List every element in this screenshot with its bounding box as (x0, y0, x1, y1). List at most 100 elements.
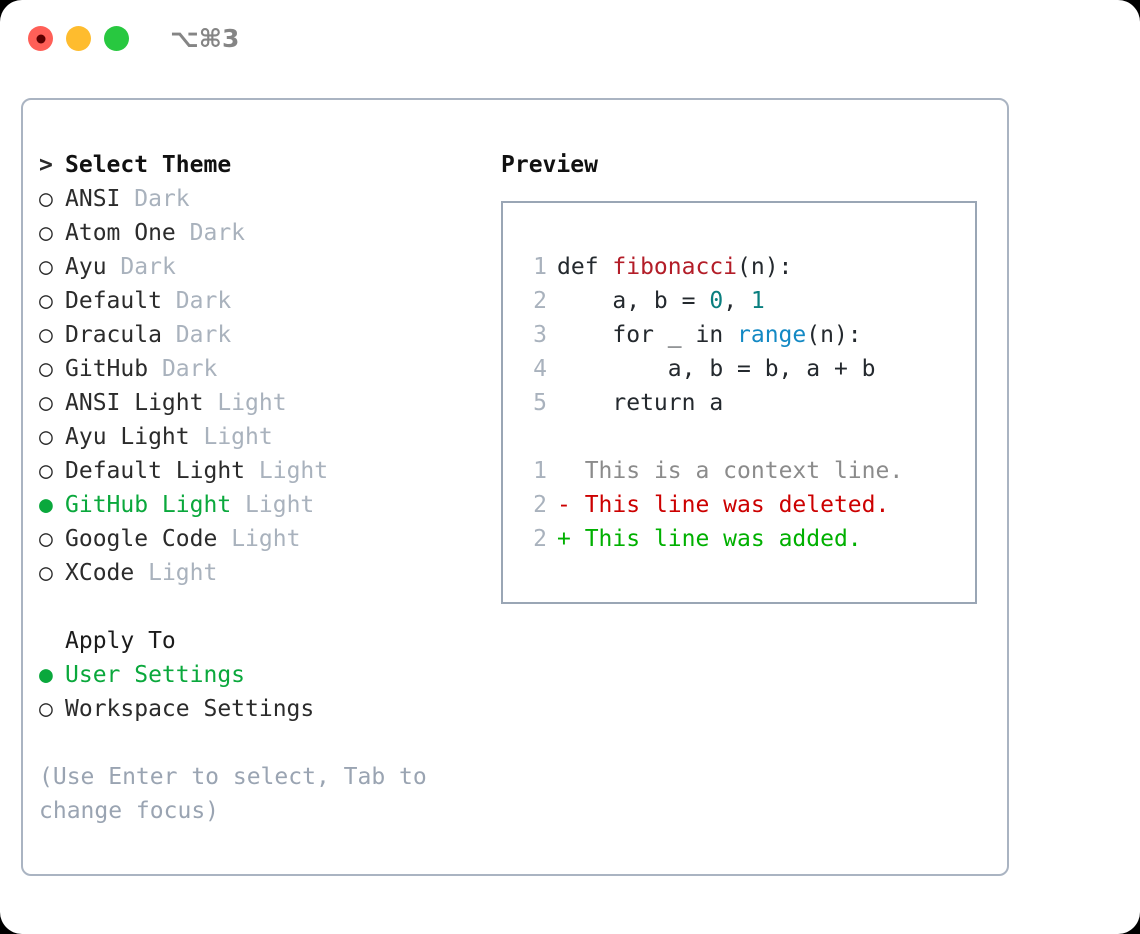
theme-list-item[interactable]: ○ XCode Light (39, 556, 479, 590)
apply-to-label: Workspace Settings (65, 696, 315, 722)
theme-picker-panel: >Select Theme ○ANSI Dark○Atom One Dark○A… (21, 98, 1009, 876)
theme-variant-label: Dark (161, 356, 218, 382)
apply-to-options: ● User Settings ○ Workspace Settings (39, 658, 479, 726)
code-token: , (723, 288, 751, 314)
theme-variant-label: Dark (134, 186, 190, 212)
theme-name-label: Default Light (65, 458, 246, 484)
minimize-window-button[interactable] (66, 26, 91, 51)
diff-sample: 1 This is a context line.2- This line wa… (521, 454, 975, 556)
theme-list-column: >Select Theme ○ANSI Dark○Atom One Dark○A… (39, 148, 479, 828)
line-number: 5 (533, 390, 547, 416)
line-number: 2 (533, 526, 547, 552)
code-token: 0 (709, 288, 724, 314)
diff-text: This is a context line. (570, 458, 904, 484)
theme-name-label: Default (65, 288, 162, 314)
radio-unselected-icon: ○ (39, 696, 53, 722)
radio-unselected-icon: ○ (39, 186, 53, 212)
code-token: 1 (750, 288, 765, 314)
theme-name-label: Dracula (65, 322, 162, 348)
select-theme-label: Select Theme (65, 152, 232, 178)
theme-variant-label: Light (245, 492, 315, 518)
theme-name-label: Ayu Light (65, 424, 190, 450)
diff-sign: - (557, 492, 571, 518)
code-token: (n): (806, 322, 862, 348)
theme-list-item[interactable]: ○ Ayu Light Light (39, 420, 479, 454)
theme-variant-label: Light (258, 458, 329, 484)
code-token: a, b = b, a + b (557, 356, 876, 382)
close-window-button[interactable] (28, 26, 53, 51)
radio-unselected-icon: ○ (39, 220, 53, 246)
theme-name-label: Ayu (65, 254, 107, 280)
radio-selected-icon: ● (39, 492, 53, 518)
diff-line: 2 + This line was added. (521, 522, 975, 556)
theme-name-label: ANSI Light (65, 390, 204, 416)
theme-name-label: ANSI (65, 186, 121, 212)
radio-unselected-icon: ○ (39, 254, 53, 280)
theme-list-item[interactable]: ○ANSI Light Light (39, 386, 479, 420)
title-bar: ⌥⌘3 (0, 0, 1140, 78)
theme-variant-label: Light (148, 560, 218, 586)
diff-text: This line was deleted. (570, 492, 890, 518)
theme-variant-label: Dark (175, 288, 232, 314)
line-number: 1 (533, 254, 547, 280)
theme-variant-label: Dark (189, 220, 246, 246)
code-token: (n): (737, 254, 793, 280)
diff-sign: + (557, 526, 571, 552)
code-line: 2 a, b = 0, 1 (521, 284, 975, 318)
code-token: range (737, 322, 807, 348)
theme-variant-label: Dark (175, 322, 232, 348)
theme-list-item[interactable]: ● GitHub Light Light (39, 488, 479, 522)
select-theme-header: > Select Theme (39, 148, 479, 182)
theme-list-item[interactable]: ○ Atom One Dark (39, 216, 479, 250)
radio-unselected-icon: ○ (39, 526, 53, 552)
radio-selected-icon: ● (39, 662, 53, 688)
radio-unselected-icon: ○ (39, 322, 53, 348)
code-token: return a (557, 390, 724, 416)
theme-name-label: Atom One (65, 220, 176, 246)
list-spacer (39, 590, 479, 624)
theme-list-item[interactable]: ○GitHub Dark (39, 352, 479, 386)
diff-text: This line was added. (570, 526, 862, 552)
code-token: fibonacci (612, 254, 738, 280)
radio-unselected-icon: ○ (39, 560, 53, 586)
keyboard-shortcut-label: ⌥⌘3 (170, 24, 240, 53)
apply-to-header: Apply To (65, 628, 176, 654)
maximize-window-button[interactable] (104, 26, 129, 51)
line-number: 1 (533, 458, 547, 484)
theme-list-item[interactable]: ○Default Light Light (39, 454, 479, 488)
radio-unselected-icon: ○ (39, 288, 53, 314)
code-diff-gap (521, 420, 975, 454)
code-line: 3 for _ in range(n): (521, 318, 975, 352)
line-number: 4 (533, 356, 547, 382)
radio-unselected-icon: ○ (39, 424, 53, 450)
theme-name-label: GitHub Light (65, 492, 232, 518)
theme-list: ○ANSI Dark○Atom One Dark○Ayu Dark○Defaul… (39, 182, 479, 590)
theme-variant-label: Light (203, 424, 273, 450)
theme-list-item[interactable]: ○ ANSI Dark (39, 182, 479, 216)
theme-name-label: Google Code (65, 526, 218, 552)
apply-to-option[interactable]: ○ Workspace Settings (39, 692, 479, 726)
diff-sign (557, 458, 571, 484)
theme-list-item[interactable]: ○Ayu Dark (39, 250, 479, 284)
line-number: 3 (533, 322, 547, 348)
theme-variant-label: Light (217, 390, 287, 416)
prompt-caret-icon: > (39, 152, 53, 178)
diff-line: 2- This line was deleted. (521, 488, 975, 522)
theme-list-item[interactable]: ○ Google Code Light (39, 522, 479, 556)
code-token: a, b = (557, 288, 710, 314)
theme-list-item[interactable]: ○ Dracula Dark (39, 318, 479, 352)
theme-name-label: XCode (65, 560, 135, 586)
apply-to-option[interactable]: ● User Settings (39, 658, 479, 692)
diff-line: 1 This is a context line. (521, 454, 975, 488)
code-line: 5 return a (521, 386, 975, 420)
keyboard-hint-text: (Use Enter to select, Tab to change focu… (39, 764, 427, 824)
preview-title: Preview (501, 152, 598, 178)
theme-variant-label: Light (231, 526, 301, 552)
traffic-light-group (28, 26, 129, 51)
radio-unselected-icon: ○ (39, 356, 53, 382)
apply-to-label: User Settings (65, 662, 246, 688)
theme-list-item[interactable]: ○ Default Dark (39, 284, 479, 318)
